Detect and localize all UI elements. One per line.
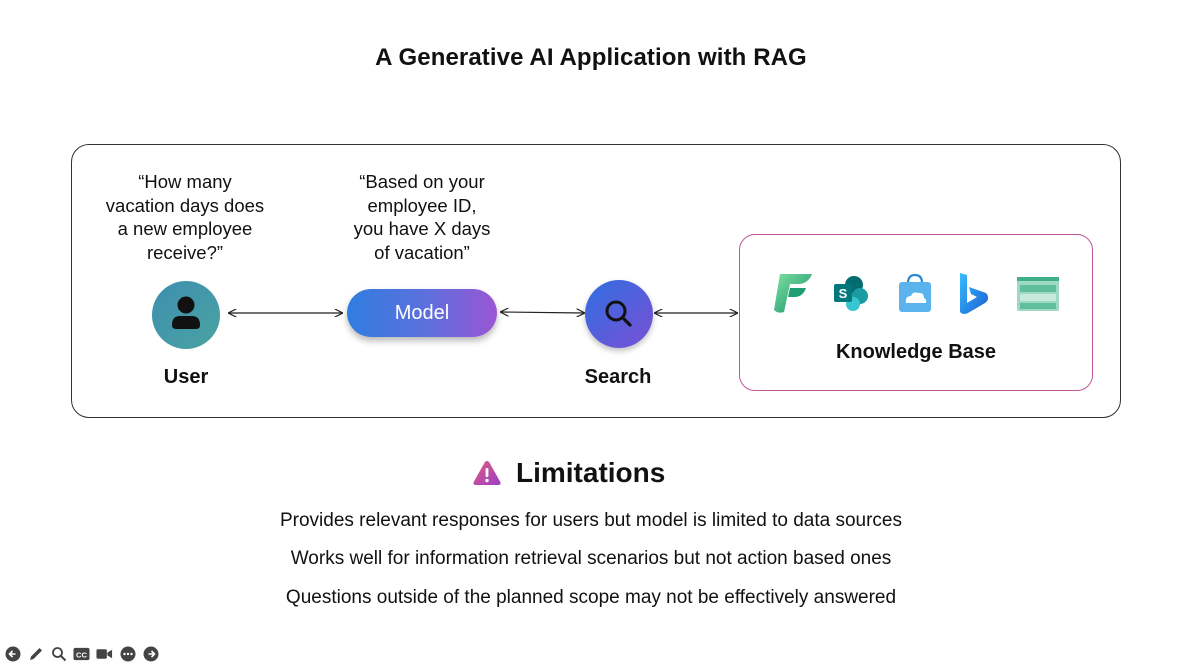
model-label: Model [394,301,450,324]
back-icon[interactable] [4,646,21,663]
fabric-icon [774,274,812,313]
limitation-item: Works well for information retrieval sce… [290,548,892,569]
captions-text: CC [76,650,87,659]
limitations-title: Limitations [516,457,666,488]
store-bag-icon [899,273,931,312]
svg-text:S: S [839,286,848,301]
knowledge-base-label: Knowledge Base [835,341,997,363]
limitations-heading: Limitations [472,456,665,490]
warning-icon [473,461,501,485]
model-answer-quote: “Based on your employee ID, you have X d… [322,170,522,264]
user-node [152,281,220,349]
storage-icon [1017,277,1059,311]
knowledge-base-box [739,234,1093,391]
model-answer-line: you have X days [353,218,491,239]
search-node [585,280,653,348]
zoom-icon[interactable] [50,646,67,663]
camera-icon[interactable] [96,646,113,663]
user-question-line: a new employee [117,218,253,239]
limitation-item: Questions outside of the planned scope m… [285,587,897,608]
presentation-toolbar: CC [4,645,159,663]
model-search-arrow [501,312,584,313]
rag-diagram-frame [71,144,1121,418]
forward-icon[interactable] [142,646,159,663]
captions-icon[interactable]: CC [73,646,90,663]
limitation-item: Provides relevant responses for users bu… [279,510,903,531]
person-icon [172,296,200,329]
user-question-quote: “How many vacation days does a new emplo… [90,170,280,264]
model-node: Model [347,289,497,337]
sharepoint-icon: S [834,276,868,311]
slide-title: A Generative AI Application with RAG [375,44,807,71]
user-question-line: receive?” [146,241,224,263]
user-label: User [163,366,209,388]
model-answer-line: employee ID, [367,194,477,216]
user-question-line: vacation days does [105,194,265,216]
more-icon[interactable] [119,646,136,663]
model-answer-line: “Based on your [359,171,485,192]
user-question-line: “How many [138,171,232,192]
bing-icon [960,273,988,314]
search-label: Search [584,366,652,388]
pen-icon[interactable] [27,646,44,663]
magnifier-icon [605,300,632,327]
model-answer-line: of vacation” [374,241,470,263]
